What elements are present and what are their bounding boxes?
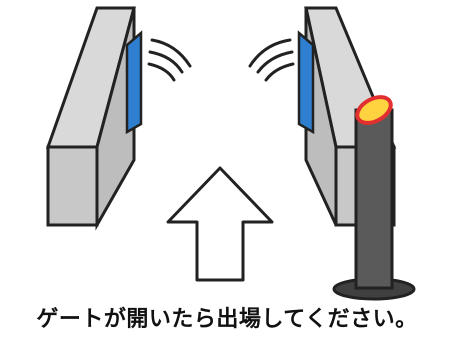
bollard-post xyxy=(332,95,416,301)
left-gate-side xyxy=(95,7,136,231)
left-signal-icon xyxy=(147,38,192,82)
left-gate xyxy=(45,6,143,231)
bollard-pole xyxy=(354,108,394,290)
right-signal-icon xyxy=(248,38,295,82)
left-gate-front xyxy=(46,145,99,227)
left-gate-sensor-panel xyxy=(125,30,143,135)
bollard-light-cap xyxy=(355,95,393,125)
up-arrow-icon xyxy=(166,166,274,282)
right-gate-sensor-panel xyxy=(297,30,315,135)
instruction-caption: ゲートが開いたら出場してください。 xyxy=(36,307,418,332)
